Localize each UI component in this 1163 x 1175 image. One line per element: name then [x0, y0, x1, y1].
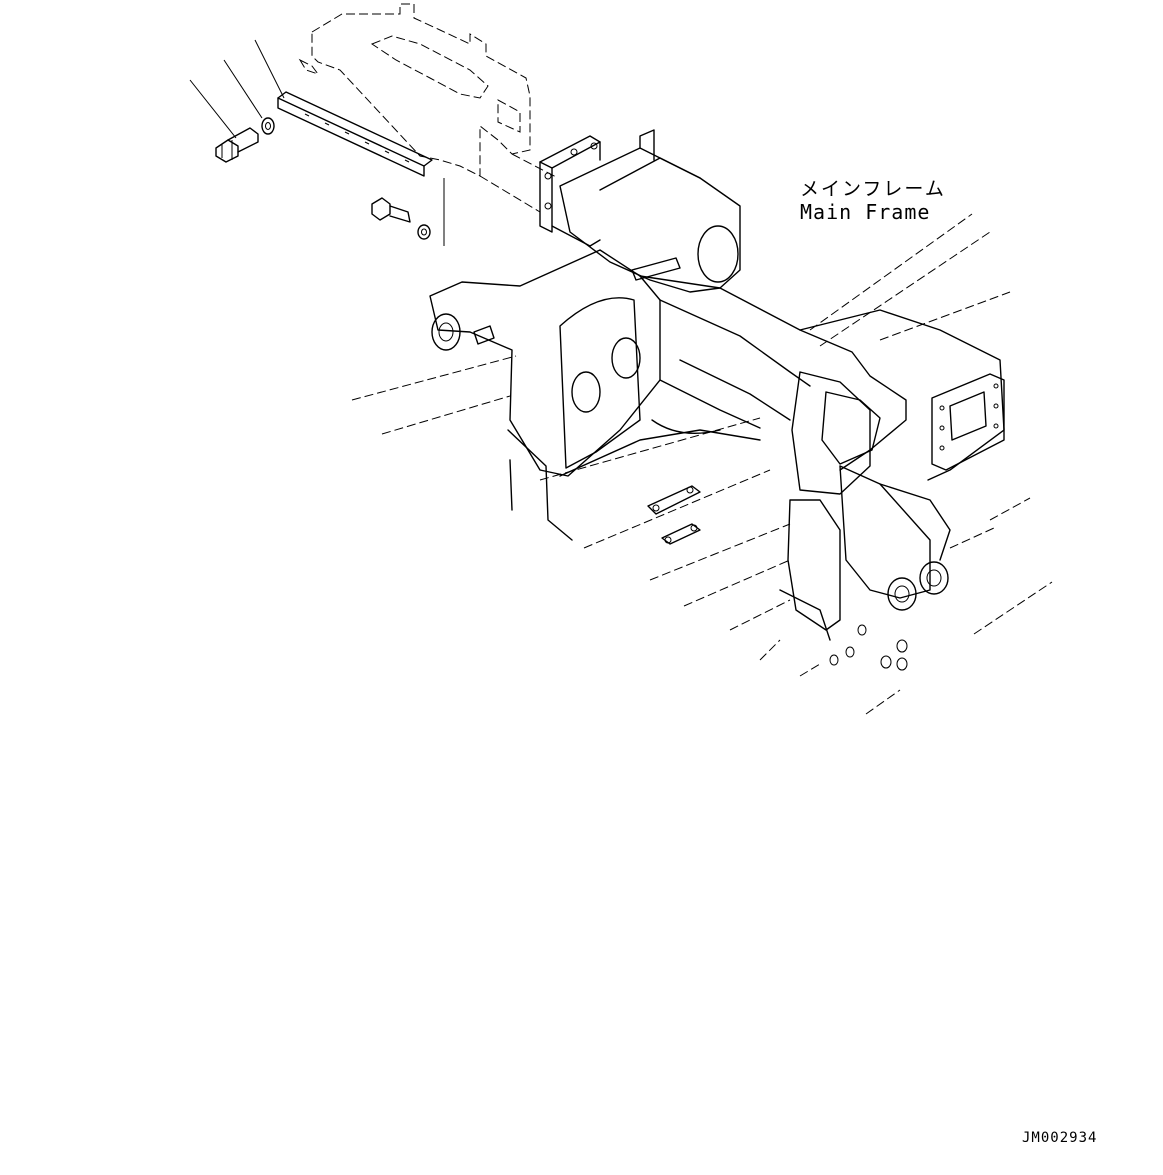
bolt-part-2: [371, 197, 431, 240]
main-frame-label-en: Main Frame: [800, 200, 931, 224]
mounting-bracket: [539, 135, 601, 247]
angle-bracket-part: [277, 91, 433, 177]
reference-lines: [351, 355, 1053, 715]
document-id: JM002934: [1022, 1130, 1098, 1146]
washer-part: [261, 117, 275, 135]
bolt-part: [215, 127, 259, 163]
main-frame: [429, 129, 1005, 671]
main-frame-label-jp: メインフレーム: [800, 178, 946, 200]
leader-lines: [189, 39, 285, 139]
cover-assembly: [298, 3, 531, 177]
